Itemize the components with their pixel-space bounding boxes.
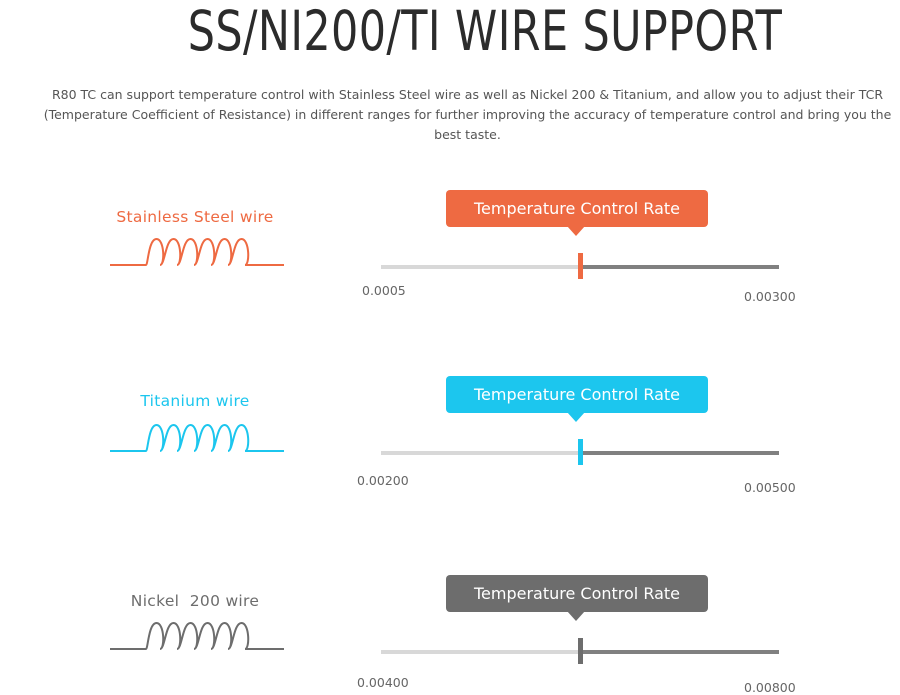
slider-track-remaining xyxy=(580,451,779,455)
temperature-control-rate-tooltip: Temperature Control Rate xyxy=(446,575,708,621)
slider-track-filled xyxy=(381,265,580,269)
tcr-slider-track[interactable] xyxy=(381,451,779,455)
wire-row-titanium: Titanium wire Temperature Control Rate 0… xyxy=(0,376,900,496)
coil-wire-path xyxy=(110,423,284,452)
tooltip-label: Temperature Control Rate xyxy=(473,584,681,603)
wire-label: Stainless Steel wire xyxy=(116,208,274,226)
coil-wire-icon xyxy=(110,621,284,650)
tooltip-pointer xyxy=(567,226,585,236)
slider-track-filled xyxy=(381,451,580,455)
page-title: SS/NI200/TI WIRE SUPPORT xyxy=(187,0,783,63)
tcr-slider-track[interactable] xyxy=(381,265,779,269)
slider-min-value: 0.00400 xyxy=(357,675,409,690)
wire-label: Titanium wire xyxy=(140,392,250,410)
wire-row-stainless-steel: Stainless Steel wire Temperature Control… xyxy=(0,190,900,310)
description-text: R80 TC can support temperature control w… xyxy=(43,87,892,142)
slider-track-filled xyxy=(381,650,580,654)
temperature-control-rate-tooltip: Temperature Control Rate xyxy=(446,376,708,422)
slider-max-value: 0.00800 xyxy=(744,680,796,695)
slider-min-value: 0.0005 xyxy=(362,283,406,298)
tcr-slider-thumb[interactable] xyxy=(577,253,583,279)
tcr-slider-track[interactable] xyxy=(381,650,779,654)
coil-wire-icon xyxy=(110,423,284,452)
slider-min-value: 0.00200 xyxy=(357,473,409,488)
slider-track-remaining xyxy=(580,265,779,269)
wire-row-nickel-200: Nickel 200 wire Temperature Control Rate… xyxy=(0,575,900,695)
wire-label: Nickel 200 wire xyxy=(130,592,260,610)
coil-wire-path xyxy=(110,237,284,266)
slider-max-value: 0.00300 xyxy=(744,289,796,304)
tcr-slider-thumb[interactable] xyxy=(577,638,583,664)
tooltip-pointer xyxy=(567,412,585,422)
slider-track-remaining xyxy=(580,650,779,654)
tcr-slider-thumb[interactable] xyxy=(577,439,583,465)
tooltip-label: Temperature Control Rate xyxy=(473,385,681,404)
coil-wire-icon xyxy=(110,237,284,266)
tooltip-pointer xyxy=(567,611,585,621)
temperature-control-rate-tooltip: Temperature Control Rate xyxy=(446,190,708,236)
slider-max-value: 0.00500 xyxy=(744,480,796,495)
coil-wire-path xyxy=(110,621,284,650)
tooltip-label: Temperature Control Rate xyxy=(473,199,681,218)
